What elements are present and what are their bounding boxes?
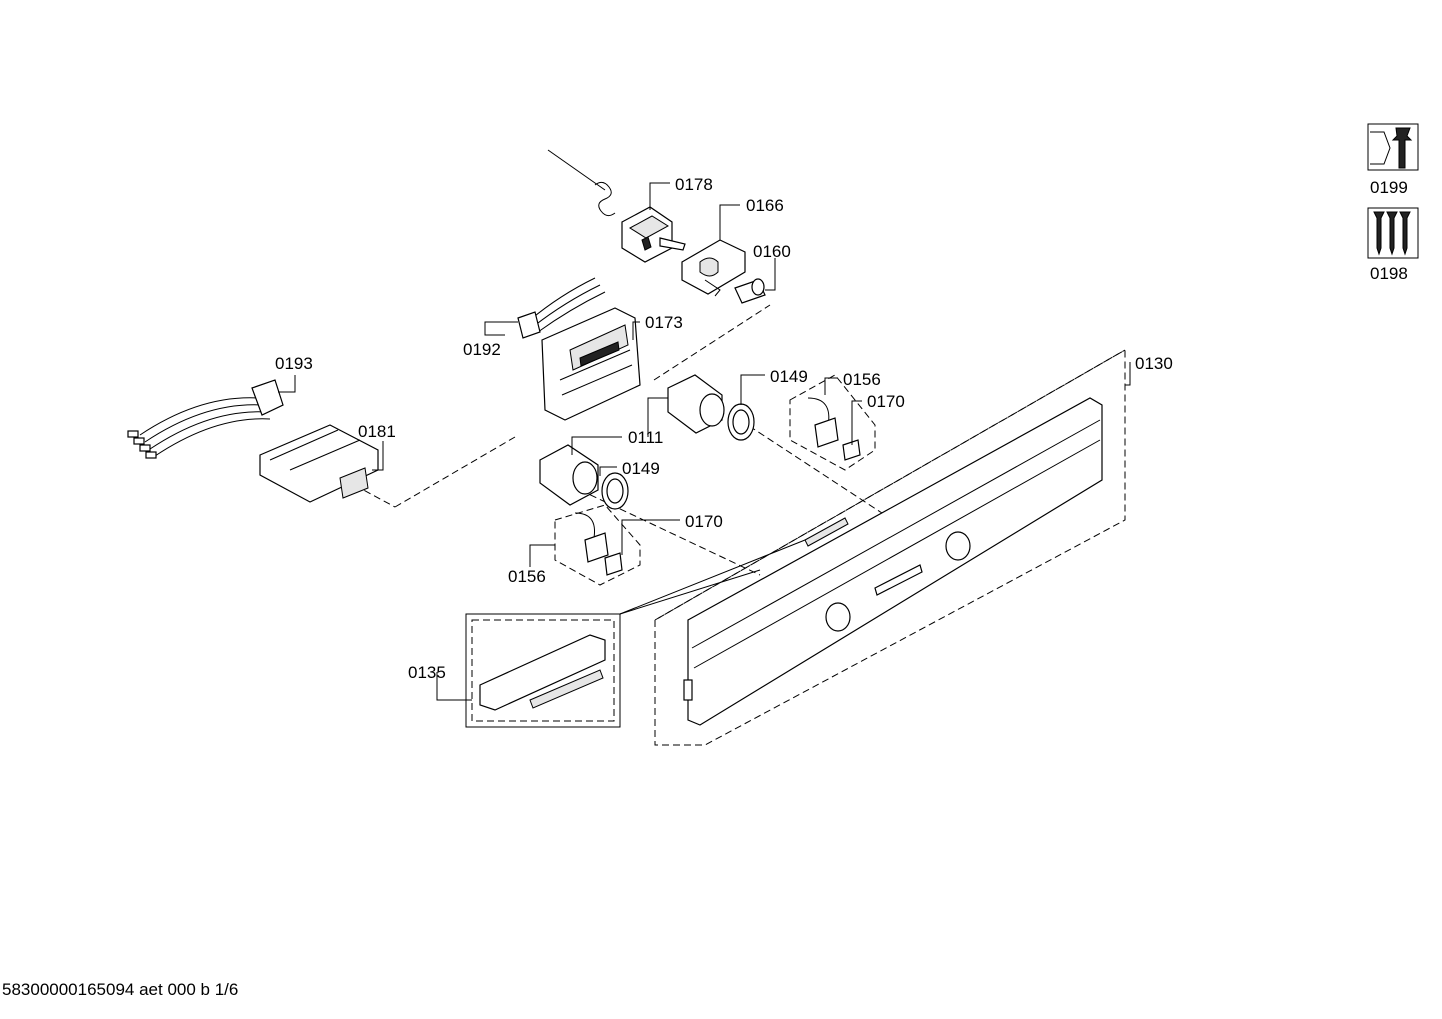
screws-icon: [1367, 207, 1419, 259]
label-0198: 0198: [1370, 264, 1408, 283]
label-0130: 0130: [1135, 354, 1173, 373]
part-labels: 0178 0166 0160 0192 0173 0193 0181 0111 …: [275, 175, 1408, 682]
label-0156-upper: 0156: [843, 370, 881, 389]
label-0149-lower: 0149: [622, 459, 660, 478]
leader-lines: [278, 182, 1131, 701]
part-0160-socket: [734, 278, 766, 304]
dashed-guide-lines: [344, 304, 1126, 746]
label-0170-lower: 0170: [685, 512, 723, 531]
nut-and-wrench-icon: [1367, 123, 1419, 171]
label-0135: 0135: [408, 663, 446, 682]
label-0160: 0160: [753, 242, 791, 261]
part-0156-board-upper: [807, 397, 839, 448]
part-0193-wire-harness: [127, 379, 284, 459]
part-0111-switch-lower: [539, 444, 599, 506]
label-0193: 0193: [275, 354, 313, 373]
part-0170-clip-upper: [842, 439, 861, 461]
part-0192-wire-connector: [517, 277, 606, 339]
part-0170-clip-lower: [604, 552, 623, 576]
label-0181: 0181: [358, 422, 396, 441]
part-0156-board-lower: [574, 512, 609, 563]
part-0181-terminal-block: [259, 424, 379, 503]
label-0166: 0166: [746, 196, 784, 215]
label-0111: 0111: [628, 428, 663, 447]
part-0149-ring-upper: [727, 403, 755, 441]
label-0170-upper: 0170: [867, 392, 905, 411]
part-0166-bracket: [681, 239, 746, 297]
part-0178-thermostat: [547, 149, 686, 263]
label-0192: 0192: [463, 340, 501, 359]
label-0156-lower: 0156: [508, 567, 546, 586]
part-0111-switch-upper: [667, 374, 725, 434]
part-0130-fascia-panel: [683, 397, 1103, 726]
part-0135-key-strip: [465, 539, 806, 728]
part-0173-control-module: [541, 307, 641, 421]
part-0149-ring-lower: [601, 472, 629, 510]
label-0173: 0173: [645, 313, 683, 332]
label-0178: 0178: [675, 175, 713, 194]
label-0199: 0199: [1370, 178, 1408, 197]
drawing-reference-footer: 58300000165094 aet 000 b 1/6: [2, 980, 239, 999]
label-0149-upper: 0149: [770, 367, 808, 386]
